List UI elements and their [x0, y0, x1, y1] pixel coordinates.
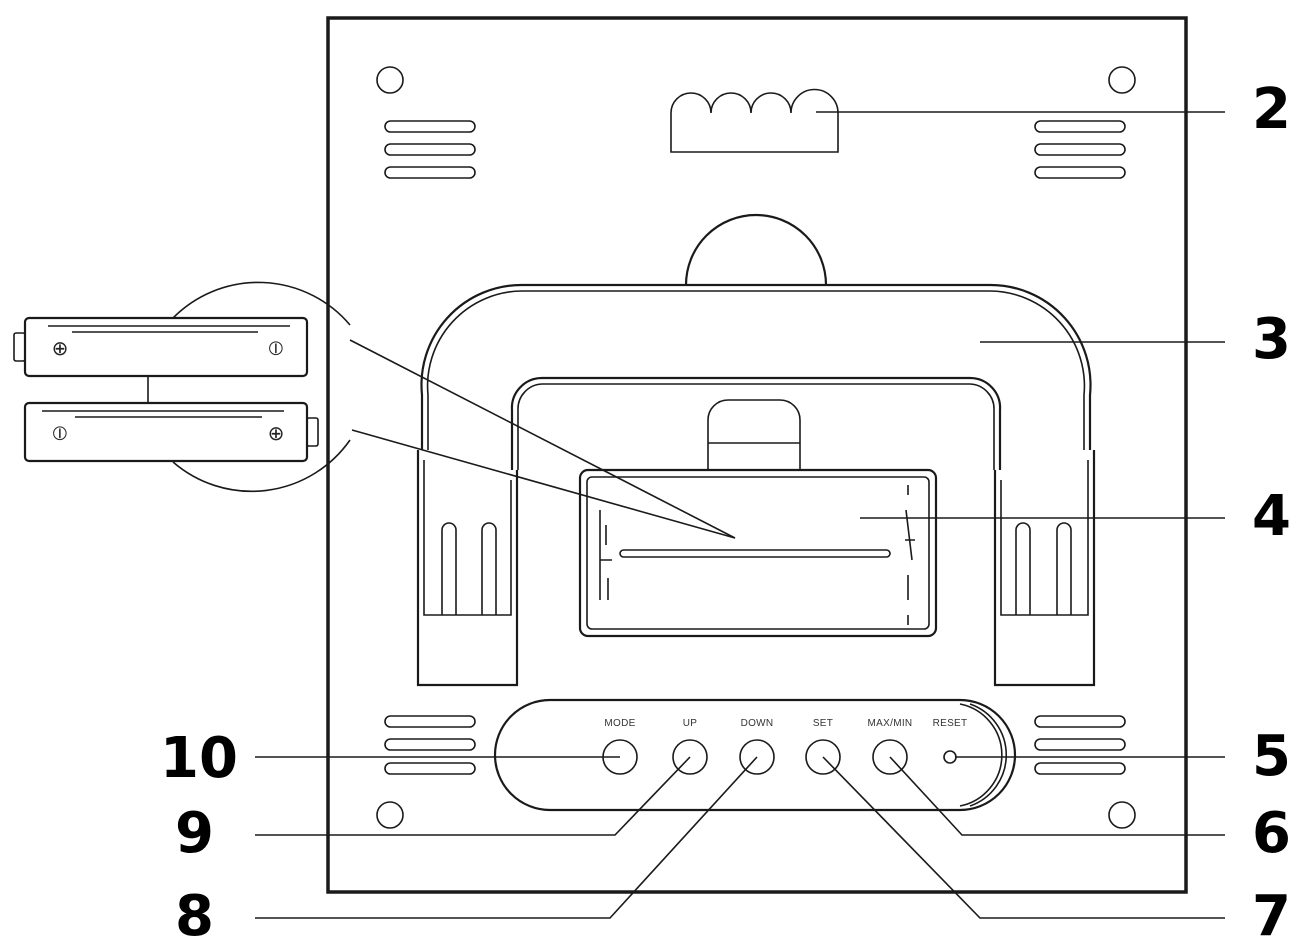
battery-bottom: ⦶ ⊕ [23, 401, 319, 463]
callout-2: 2 [1252, 77, 1291, 142]
minus-icon: ⦶ [53, 421, 68, 445]
stand-knob [684, 213, 828, 286]
vent-top-left [384, 120, 476, 179]
screw-holes [376, 66, 1136, 829]
stand [416, 283, 1096, 687]
svg-text:DOWN: DOWN [741, 718, 774, 729]
screw-hole-icon [1108, 66, 1136, 94]
screw-hole-icon [376, 801, 404, 829]
vent-top-right [1034, 120, 1126, 179]
callout-8: 8 [175, 884, 214, 943]
screw-hole-icon [1108, 801, 1136, 829]
down-button[interactable]: DOWN [739, 718, 775, 775]
callout-4: 4 [1252, 484, 1291, 549]
screw-hole-icon [376, 66, 404, 94]
callout-7: 7 [1252, 884, 1291, 943]
vent-bottom-right [1034, 715, 1126, 775]
set-button[interactable]: SET [805, 718, 841, 775]
svg-text:RESET: RESET [933, 718, 968, 729]
leader-lines [255, 111, 1225, 919]
battery-terminal-icon [13, 332, 26, 362]
plus-icon: ⊕ [268, 421, 285, 445]
callout-3: 3 [1252, 307, 1291, 372]
callout-6: 6 [1252, 801, 1291, 866]
device-housing [326, 16, 1188, 894]
battery-zoom-callout [147, 281, 736, 539]
vent-bottom-left [384, 715, 476, 775]
svg-text:UP: UP [683, 718, 698, 729]
button-panel [493, 698, 1017, 812]
plus-icon: ⊕ [52, 336, 69, 360]
svg-text:MAX/MIN: MAX/MIN [868, 718, 913, 729]
callout-9: 9 [175, 801, 214, 866]
vent-slots [384, 120, 1126, 775]
hanging-hole [670, 88, 839, 153]
battery-top: ⊕ ⦶ [13, 316, 309, 378]
battery-terminal-icon [306, 417, 319, 447]
mode-button[interactable]: MODE [602, 718, 638, 775]
minus-icon: ⦶ [269, 336, 284, 360]
callout-10: 10 [160, 726, 238, 791]
svg-text:SET: SET [813, 718, 833, 729]
maxmin-button[interactable]: MAX/MIN [868, 718, 913, 775]
up-button[interactable]: UP [672, 718, 708, 775]
callout-5: 5 [1252, 724, 1291, 789]
battery-compartment [578, 399, 938, 638]
svg-text:MODE: MODE [604, 718, 635, 729]
